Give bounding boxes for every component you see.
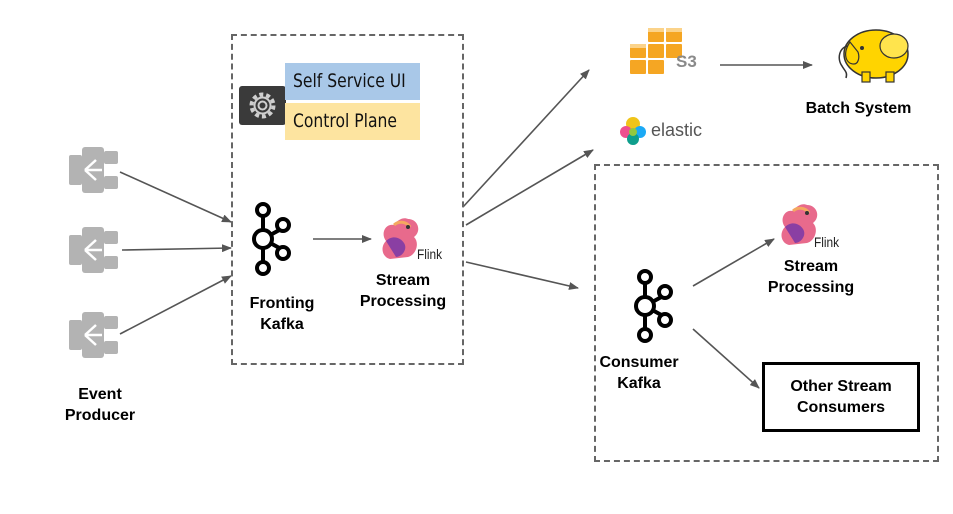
arrow-producer1-to-kafka xyxy=(119,171,232,223)
fronting-kafka-container xyxy=(231,34,464,365)
event-producer-icon-2 xyxy=(69,227,118,273)
self-service-ui-label: Self Service UI xyxy=(293,70,406,92)
arrow-producer2-to-kafka xyxy=(121,244,232,253)
flink-text-2: Flink xyxy=(814,234,840,250)
event-producer-label: Event Producer xyxy=(40,384,160,426)
arrow-to-elastic xyxy=(465,149,594,226)
gear-icon xyxy=(239,86,286,125)
batch-system-label: Batch System xyxy=(805,100,912,117)
arrow-consumer-kafka-to-others xyxy=(692,328,760,389)
kafka-icon-consumer xyxy=(634,269,673,343)
self-service-ui-band[interactable]: Self Service UI xyxy=(285,63,420,100)
fronting-kafka-label-line1: Fronting xyxy=(249,295,315,312)
arrow-producer3-to-kafka xyxy=(119,275,232,335)
other-stream-consumers-box: Other Stream Consumers xyxy=(762,362,920,432)
control-plane-label: Control Plane xyxy=(293,110,398,132)
s3-cubes-icon xyxy=(630,28,682,74)
consumer-kafka-label-line1: Consumer xyxy=(599,354,679,371)
arrow-to-consumer-kafka xyxy=(465,261,579,290)
hadoop-elephant-icon xyxy=(838,29,909,83)
flink-squirrel-icon-2 xyxy=(781,204,818,245)
arrow-consumer-kafka-to-flink xyxy=(692,238,775,287)
elastic-label: elastic xyxy=(651,120,703,140)
arrow-to-s3 xyxy=(462,69,590,208)
event-producer-label-line2: Producer xyxy=(64,407,136,424)
event-producer-icon-1 xyxy=(69,147,118,193)
fronting-kafka-label: Fronting Kafka xyxy=(232,293,332,335)
stream-processing-1-label-line2: Processing xyxy=(359,293,447,310)
other-consumers-label-line2: Consumers xyxy=(796,399,886,416)
event-producer-icon-3 xyxy=(69,312,118,358)
consumer-kafka-label: Consumer Kafka xyxy=(589,352,689,394)
flink-text-1: Flink xyxy=(417,246,443,262)
other-consumers-label-line1: Other Stream xyxy=(790,378,892,395)
elastic-logo-icon xyxy=(620,117,646,145)
stream-processing-2-label: Stream Processing xyxy=(752,256,870,298)
flink-squirrel-icon-1 xyxy=(382,218,419,259)
stream-processing-2-label-line1: Stream xyxy=(783,258,839,275)
fronting-kafka-label-line2: Kafka xyxy=(260,316,304,333)
stream-processing-1-label: Stream Processing xyxy=(348,270,458,312)
event-producer-label-line1: Event xyxy=(78,386,122,403)
stream-processing-2-label-line2: Processing xyxy=(767,279,855,296)
s3-label: S3 xyxy=(676,52,697,71)
consumer-container xyxy=(594,164,939,462)
kafka-icon-fronting xyxy=(252,202,291,276)
control-plane-band[interactable]: Control Plane xyxy=(285,103,420,140)
stream-processing-1-label-line1: Stream xyxy=(375,272,431,289)
consumer-kafka-label-line2: Kafka xyxy=(617,375,661,392)
